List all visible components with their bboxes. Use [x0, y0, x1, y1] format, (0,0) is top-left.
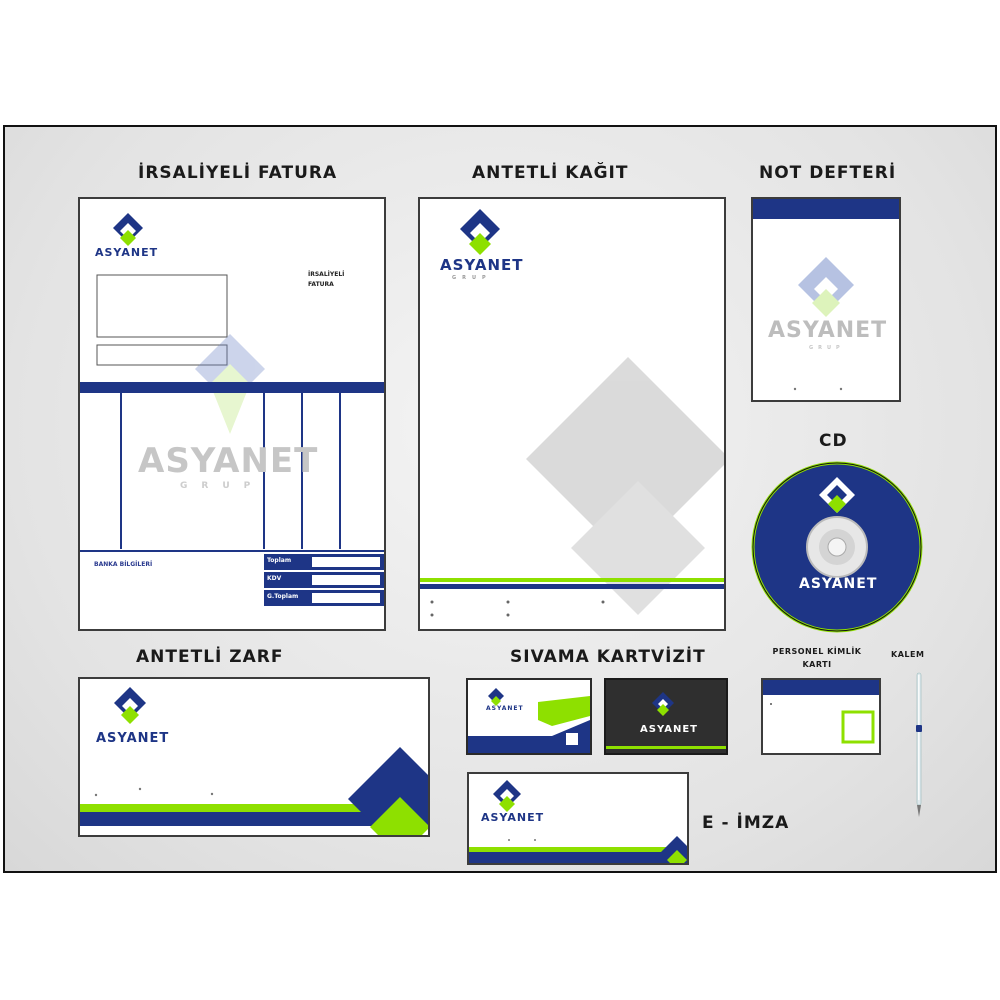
business-card-front: ASYANET	[466, 678, 592, 755]
badge-graphics	[763, 680, 879, 744]
business-card-back-brand: ASYANET	[640, 724, 698, 735]
business-card-front-graphics	[468, 688, 590, 753]
business-card-front-brand: ASYANET	[486, 705, 524, 712]
letterhead-sheet: ASYANET GRUP	[418, 197, 726, 631]
logo-icon	[652, 692, 674, 716]
letterhead-brand-sub: GRUP	[452, 275, 492, 281]
cd-brand: ASYANET	[799, 576, 878, 592]
personnel-badge	[761, 678, 881, 755]
title-esign: E - İMZA	[702, 813, 790, 833]
stationery-board: İRSALİYELİ FATURA ANTETLİ KAĞIT NOT DEFT…	[3, 125, 997, 873]
pen-icon	[916, 672, 922, 817]
title-invoice: İRSALİYELİ FATURA	[138, 163, 338, 183]
invoice-doc-title-1: İRSALİYELİ	[308, 271, 345, 278]
logo-icon	[493, 780, 521, 812]
business-card-back-graphics	[606, 692, 726, 749]
invoice-brand: ASYANET	[95, 246, 159, 259]
invoice-sheet: ASYANET İRSALİYELİ FATURA ASYANET GRUP B…	[78, 197, 386, 631]
invoice-bank-label: BANKA BİLGİLERİ	[94, 561, 153, 568]
title-badge: PERSONEL KİMLİK KARTI	[772, 647, 862, 669]
title-cd: CD	[819, 431, 848, 451]
invoice-sum-row: Toplam	[267, 557, 292, 564]
esign-brand: ASYANET	[481, 811, 545, 824]
invoice-watermark-sub: GRUP	[180, 481, 265, 491]
envelope-graphics	[80, 687, 428, 835]
logo-icon	[113, 213, 143, 246]
notebook: ASYANET GRUP	[751, 197, 901, 402]
notebook-graphics	[753, 199, 899, 391]
invoice-doc-title-2: FATURA	[308, 281, 334, 288]
logo-icon	[114, 687, 146, 724]
title-envelope: ANTETLİ ZARF	[136, 647, 284, 667]
esign-graphics	[469, 780, 687, 863]
invoice-watermark: ASYANET	[138, 441, 319, 481]
logo-icon	[460, 209, 500, 255]
cd-disc-icon	[751, 461, 923, 633]
invoice-graphics	[80, 213, 384, 606]
envelope-brand: ASYANET	[96, 731, 170, 746]
invoice-sum-row: KDV	[267, 575, 282, 582]
logo-icon	[488, 688, 504, 706]
invoice-sum-row: G.Toplam	[267, 593, 299, 600]
logo-icon	[798, 257, 854, 317]
envelope: ASYANET	[78, 677, 430, 837]
title-notebook: NOT DEFTERİ	[759, 163, 897, 183]
letterhead-brand: ASYANET	[440, 256, 524, 274]
title-pen: KALEM	[891, 650, 925, 659]
esign-card: ASYANET	[467, 772, 689, 865]
letterhead-graphics	[420, 209, 724, 617]
notebook-watermark: ASYANET	[768, 318, 888, 343]
title-business-card: SIVAMA KARTVİZİT	[510, 647, 706, 667]
title-letterhead: ANTETLİ KAĞIT	[472, 163, 629, 183]
notebook-watermark-sub: GRUP	[809, 345, 845, 351]
business-card-back: ASYANET	[604, 678, 728, 755]
